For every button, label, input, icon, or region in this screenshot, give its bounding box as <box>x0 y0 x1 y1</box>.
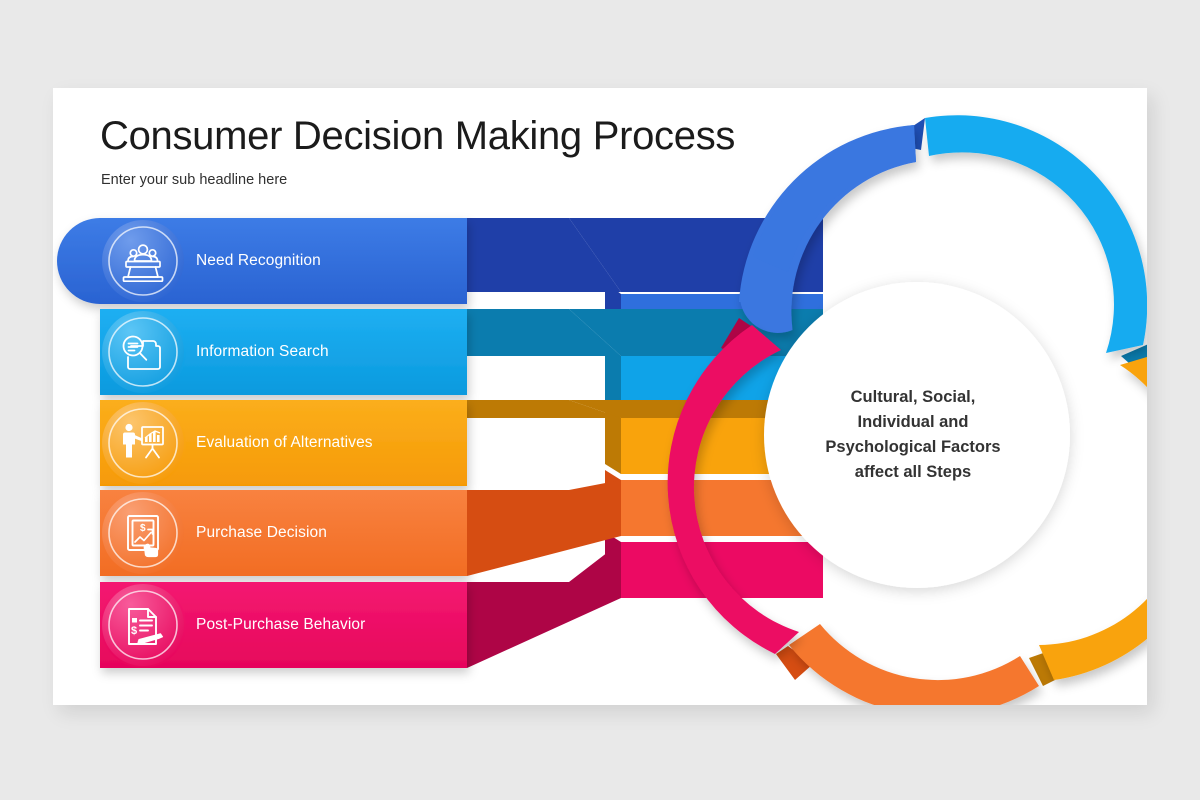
center-text: Cultural, Social, Individual and Psychol… <box>825 388 1001 481</box>
slide-card: Consumer Decision Making Process Enter y… <box>53 88 1147 705</box>
step-bar-2[interactable] <box>100 309 621 395</box>
step-label-4: Purchase Decision <box>196 524 327 541</box>
presenter-chart-icon <box>123 423 164 459</box>
svg-text:$: $ <box>131 625 137 637</box>
step-bar-5[interactable]: $ <box>100 542 621 668</box>
step-bar-4[interactable]: $ <box>100 480 621 576</box>
step-label-5: Post-Purchase Behavior <box>196 616 366 633</box>
ring-segment-need-recognition[interactable] <box>739 118 925 333</box>
cycle-ring <box>667 115 1147 705</box>
page-subtitle: Enter your sub headline here <box>101 172 288 188</box>
ring-segment-evaluation-of-alternatives[interactable] <box>1029 354 1147 686</box>
process-diagram: $ <box>53 88 1147 705</box>
step-bars: $ <box>57 218 621 668</box>
page-title: Consumer Decision Making Process <box>100 114 736 158</box>
invoice-pen-icon: $ <box>128 608 164 645</box>
search-folder-icon <box>122 335 161 370</box>
podium-speaker-icon <box>122 244 164 283</box>
document-hand-dollar-icon: $ <box>127 515 159 558</box>
step-label-3: Evaluation of Alternatives <box>196 434 373 451</box>
svg-text:$: $ <box>140 523 146 534</box>
ring-segment-purchase-decision[interactable] <box>776 624 1039 705</box>
step-label-1: Need Recognition <box>196 252 321 269</box>
step-bar-3[interactable] <box>100 400 621 486</box>
step-bar-1[interactable] <box>57 218 621 304</box>
ring-segment-post-purchase-behavior[interactable] <box>667 318 799 654</box>
step-label-2: Information Search <box>196 343 329 360</box>
ring-center-disc <box>764 282 1070 588</box>
